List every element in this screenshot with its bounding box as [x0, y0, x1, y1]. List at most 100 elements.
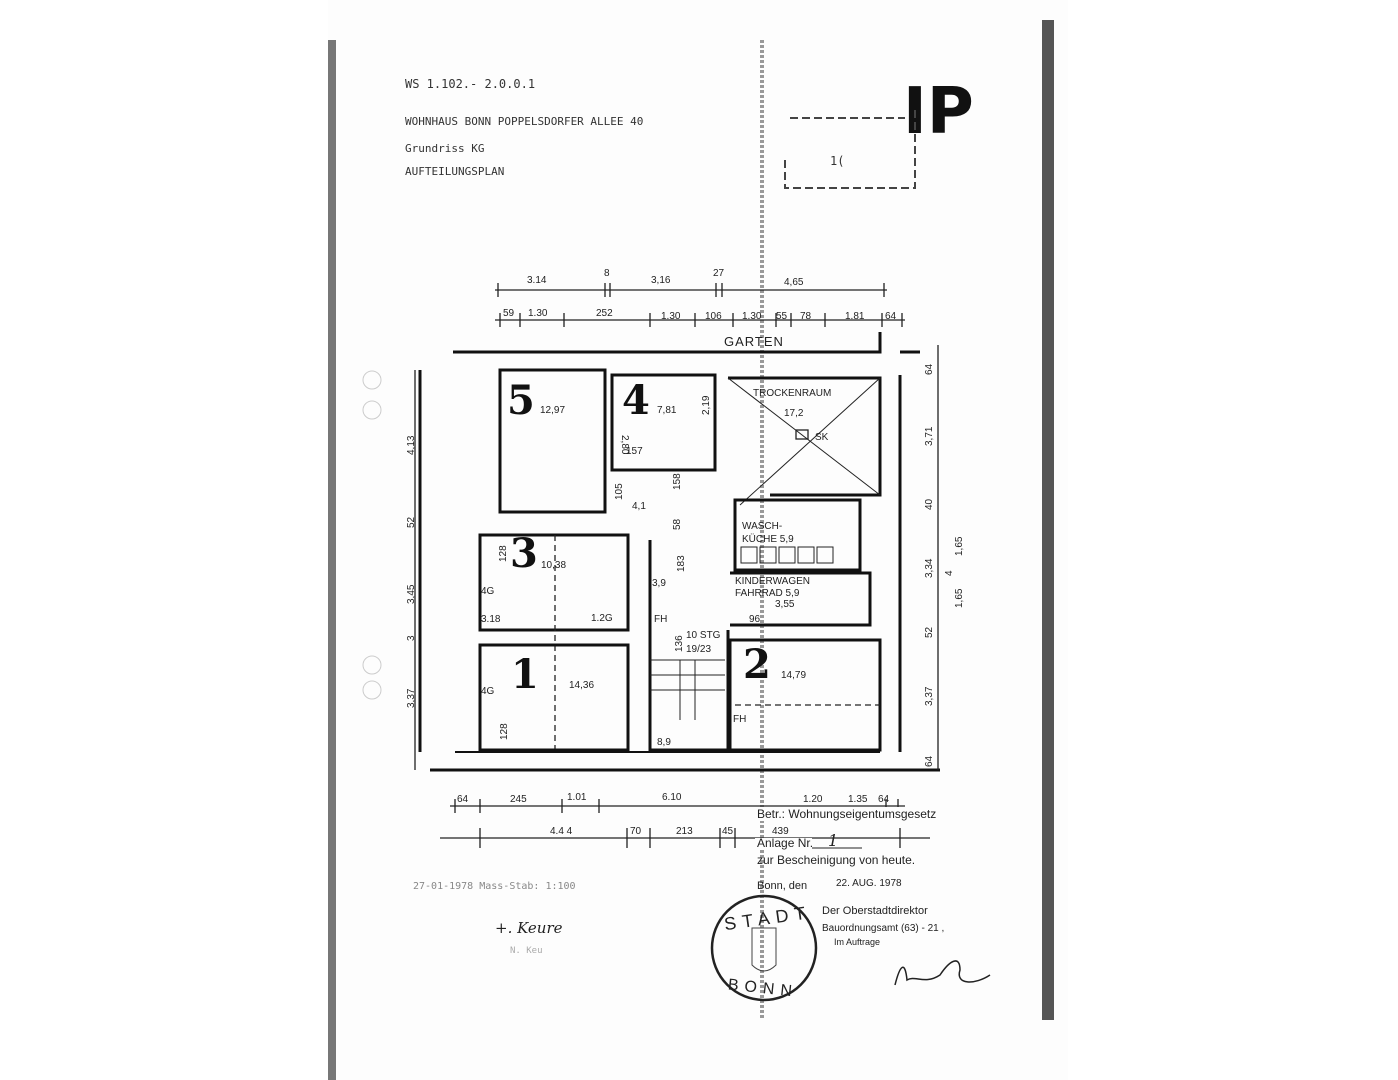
- certification-block: Betr.: Wohnungseigentumsgesetz Anlage Nr…: [755, 807, 991, 986]
- svg-text:10 STG: 10 STG: [686, 630, 721, 641]
- svg-text:TROCKENRAUM: TROCKENRAUM: [753, 388, 831, 399]
- bottom-dimensions: 64 245 1.01 6.10 1.20 1.35 64 4.4 4 70 2…: [440, 792, 930, 848]
- svg-text:7,81: 7,81: [657, 405, 677, 416]
- svg-text:12,97: 12,97: [540, 405, 565, 416]
- svg-text:Anlage Nr.: Anlage Nr.: [757, 836, 813, 850]
- svg-text:1: 1: [828, 831, 838, 850]
- architect-signature: +. Keure: [495, 919, 563, 937]
- svg-text:157: 157: [626, 446, 643, 457]
- svg-text:KÜCHE 5,9: KÜCHE 5,9: [742, 533, 794, 545]
- svg-text:64: 64: [924, 363, 935, 375]
- svg-text:4.4 4: 4.4 4: [550, 826, 573, 837]
- svg-text:3,37: 3,37: [924, 686, 935, 706]
- svg-text:Im Auftrage: Im Auftrage: [834, 937, 880, 947]
- svg-text:FAHRRAD 5,9: FAHRRAD 5,9: [735, 588, 800, 599]
- svg-text:1,65: 1,65: [954, 588, 965, 608]
- svg-text:158: 158: [672, 473, 683, 490]
- svg-text:KINDERWAGEN: KINDERWAGEN: [735, 576, 810, 587]
- svg-text:3,16: 3,16: [651, 275, 671, 286]
- svg-text:1(: 1(: [830, 154, 844, 168]
- svg-text:213: 213: [676, 826, 693, 837]
- svg-text:4G: 4G: [481, 686, 495, 697]
- svg-text:14,36: 14,36: [569, 680, 594, 691]
- svg-text:55: 55: [776, 311, 788, 322]
- svg-text:128: 128: [499, 723, 510, 740]
- svg-text:1.30: 1.30: [742, 311, 762, 322]
- svg-text:8: 8: [604, 268, 610, 279]
- svg-text:19/23: 19/23: [686, 644, 711, 655]
- svg-text:106: 106: [705, 311, 722, 322]
- svg-text:128: 128: [498, 545, 509, 562]
- room-labels: TROCKENRAUM 17,2 SK WASCH- KÜCHE 5,9 KIN…: [632, 388, 831, 748]
- svg-text:Bonn, den: Bonn, den: [757, 880, 807, 892]
- unit-3: 3 10,38: [510, 530, 566, 577]
- svg-text:64: 64: [878, 794, 890, 805]
- svg-text:4G: 4G: [481, 586, 495, 597]
- stamp-box: 1(: [784, 110, 916, 189]
- svg-text:64: 64: [885, 311, 897, 322]
- svg-text:252: 252: [596, 308, 613, 319]
- svg-text:3.18: 3.18: [481, 614, 501, 625]
- svg-text:52: 52: [924, 626, 935, 638]
- svg-text:59: 59: [503, 308, 515, 319]
- svg-text:5: 5: [507, 377, 535, 424]
- svg-text:1.2G: 1.2G: [591, 613, 613, 624]
- svg-text:zur Bescheinigung von heute.: zur Bescheinigung von heute.: [757, 853, 915, 867]
- unit-4: 4 7,81: [622, 377, 677, 424]
- architect-name: N. Keu: [510, 946, 543, 956]
- svg-text:3,34: 3,34: [924, 558, 935, 578]
- svg-text:3: 3: [510, 530, 538, 577]
- svg-text:64: 64: [457, 794, 469, 805]
- official-signature: [894, 960, 991, 986]
- svg-text:1.01: 1.01: [567, 792, 587, 803]
- svg-text:27: 27: [713, 268, 725, 279]
- svg-text:4: 4: [622, 377, 650, 424]
- svg-text:1,65: 1,65: [954, 536, 965, 556]
- svg-text:2,19: 2,19: [701, 395, 712, 415]
- svg-text:3,37: 3,37: [406, 688, 417, 708]
- left-dimensions: 4,13 52 3,45 3 3,37: [406, 370, 417, 770]
- inner-dimensions: 2,19 2,80 157 105 158 58 128 183 3,55 4G…: [481, 395, 795, 740]
- svg-text:105: 105: [614, 483, 625, 500]
- svg-text:58: 58: [672, 518, 683, 530]
- svg-text:3,71: 3,71: [924, 426, 935, 446]
- paper-sheet: [328, 0, 1068, 1080]
- unit-2: 2 14,79: [743, 641, 806, 688]
- svg-text:14,79: 14,79: [781, 670, 806, 681]
- svg-text:1.20: 1.20: [803, 794, 823, 805]
- building-name: WOHNHAUS BONN POPPELSDORFER ALLEE 40: [405, 115, 643, 128]
- svg-text:245: 245: [510, 794, 527, 805]
- outer-walls: [418, 332, 940, 772]
- svg-text:2,80: 2,80: [619, 435, 630, 455]
- plan-title: AUFTEILUNGSPLAN: [405, 165, 504, 178]
- top-dimensions: 3.14 8 3,16 27 4,65 59 1.30 252 1.30 106…: [495, 268, 905, 327]
- svg-text:Bauordnungsamt (63) - 21 ,: Bauordnungsamt (63) - 21 ,: [822, 923, 944, 934]
- svg-text:17,2: 17,2: [784, 408, 804, 419]
- ip-stamp: IP: [903, 75, 974, 149]
- svg-text:Der Oberstadtdirektor: Der Oberstadtdirektor: [822, 905, 928, 917]
- svg-text:1.30: 1.30: [661, 311, 681, 322]
- svg-text:183: 183: [676, 555, 687, 572]
- paper-right-edge: [1042, 20, 1054, 1020]
- svg-text:1.81: 1.81: [845, 311, 865, 322]
- plan-type: Grundriss KG: [405, 142, 484, 155]
- right-dimensions: 64 3,71 40 3,34 52 3,37 64 1,65 4 1,65: [924, 345, 965, 770]
- svg-text:1.35: 1.35: [848, 794, 868, 805]
- svg-text:SK: SK: [815, 432, 829, 443]
- svg-text:52: 52: [406, 516, 417, 528]
- svg-text:3: 3: [406, 635, 417, 641]
- date-and-scale: 27-01-1978 Mass-Stab: 1:100: [413, 881, 576, 892]
- room-walls: [478, 368, 882, 752]
- svg-text:3,45: 3,45: [406, 584, 417, 604]
- svg-text:4: 4: [944, 570, 955, 576]
- reference-number: WS 1.102.- 2.0.0.1: [405, 77, 535, 91]
- svg-text:3,9: 3,9: [652, 578, 666, 589]
- svg-text:40: 40: [924, 498, 935, 510]
- punch-holes: [362, 370, 382, 700]
- svg-text:78: 78: [800, 311, 812, 322]
- svg-text:70: 70: [630, 826, 642, 837]
- svg-text:136: 136: [674, 635, 685, 652]
- svg-text:3.14: 3.14: [527, 275, 547, 286]
- svg-text:FH: FH: [654, 614, 667, 625]
- svg-text:4,1: 4,1: [632, 501, 646, 512]
